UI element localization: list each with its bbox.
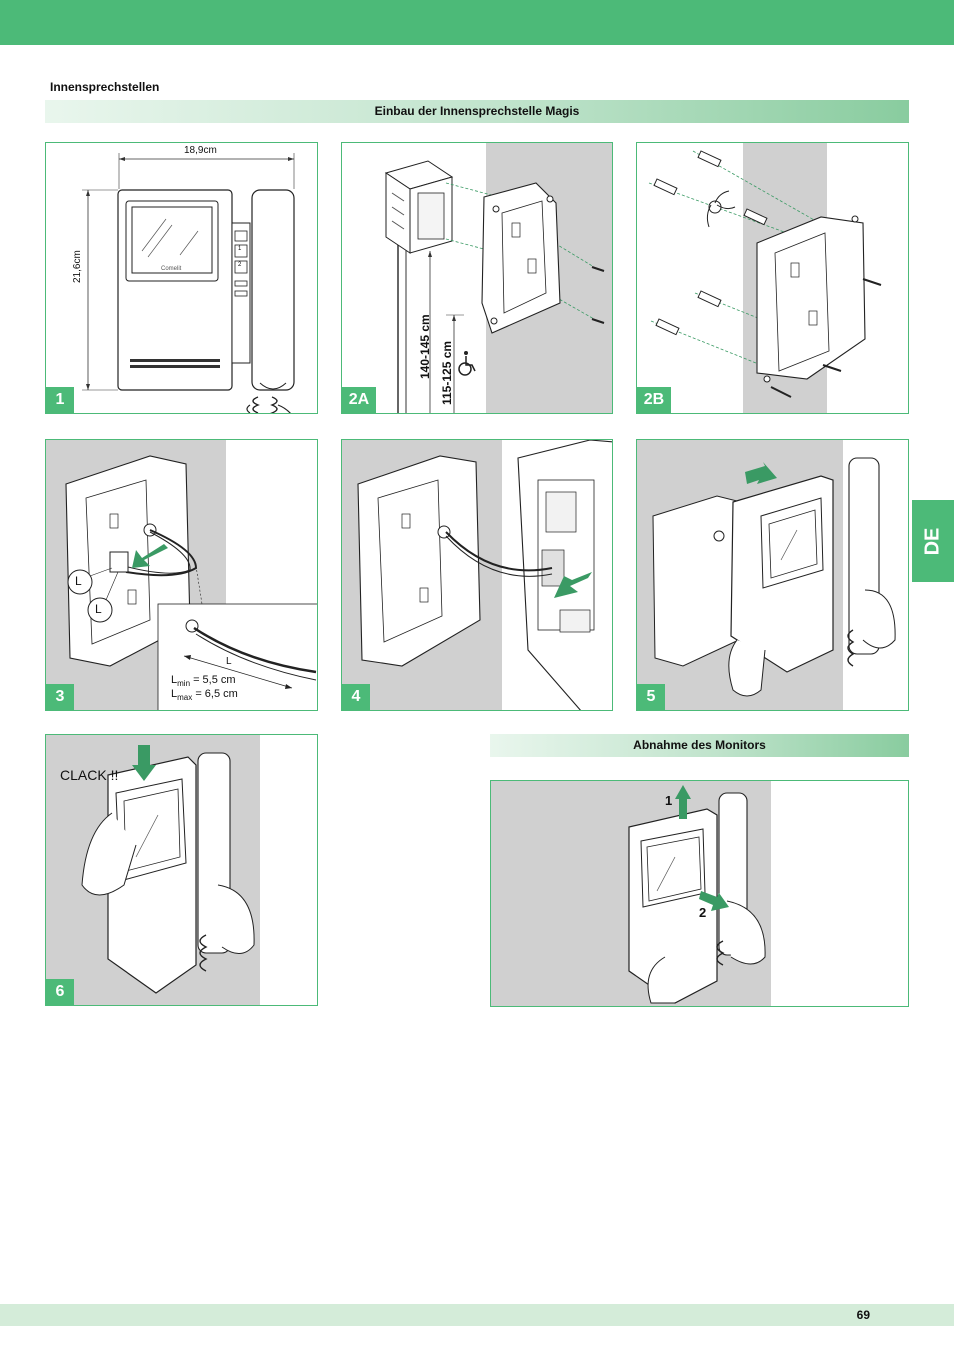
length-marker-1: L (75, 574, 82, 588)
max-subscript: max (177, 693, 193, 703)
width-dimension-label: 18,9cm (184, 145, 217, 156)
language-tab[interactable]: DE (912, 500, 954, 582)
button-label-1: 1 (238, 246, 242, 252)
band-install-title: Einbau der Innensprechstelle Magis (45, 100, 909, 123)
bottom-color-bar (0, 1304, 954, 1326)
page-number: 69 (856, 1308, 870, 1322)
step-badge-5: 5 (637, 684, 665, 710)
remove-step-1: 1 (665, 793, 673, 808)
inset-length-marker: L (226, 656, 232, 667)
clack-label: CLACK !! (60, 767, 119, 783)
band-remove-title: Abnahme des Monitors (490, 734, 909, 757)
cable-stripping-drawing (46, 440, 317, 710)
accessible-height-label: 115-125 cm (440, 340, 454, 405)
language-tab-label: DE (921, 527, 944, 555)
attach-monitor-drawing (637, 440, 896, 710)
panel-6-snap-in: CLACK !! 6 (45, 734, 318, 1006)
monitor-dimensions-drawing (82, 153, 295, 413)
panel-2a-mounting-height: 140-145 cm 115-125 cm 2A (341, 142, 613, 414)
height-dimension-label: 21,6cm (72, 250, 83, 283)
remove-step-2: 2 (699, 905, 707, 920)
wall-box-bracket-drawing (384, 143, 612, 413)
section-title: Innensprechstellen (50, 80, 160, 94)
min-subscript: min (177, 679, 191, 689)
top-color-bar (0, 0, 954, 45)
bracket-wall-plugs-drawing (648, 143, 882, 413)
snap-monitor-drawing (46, 735, 260, 1005)
panel-3-cable-length: L L L Lmin = 5,5 cm Lmax = 6,5 cm 3 (45, 439, 318, 711)
step-badge-2a: 2A (342, 387, 376, 413)
min-length-label: Lmin = 5,5 cm (171, 674, 236, 689)
step-badge-1: 1 (46, 387, 74, 413)
step-badge-2b: 2B (637, 387, 671, 413)
panel-1-dimensions: 18,9cm 21,6cm Comelit 1 2 1 (45, 142, 318, 414)
max-length-label: Lmax = 6,5 cm (171, 688, 238, 703)
panel-2b-wall-plugs: 2B (636, 142, 909, 414)
length-marker-2: L (95, 602, 102, 616)
button-label-2: 2 (238, 262, 242, 268)
brand-logo-text: Comelit (161, 266, 182, 272)
wheelchair-icon (458, 351, 476, 376)
step-badge-3: 3 (46, 684, 74, 710)
step-badge-6: 6 (46, 979, 74, 1005)
step-badge-4: 4 (342, 684, 370, 710)
panel-remove-monitor: 1 2 (490, 780, 909, 1007)
panel-4-connection: 4 (341, 439, 613, 711)
remove-monitor-drawing (491, 781, 771, 1006)
standard-height-label: 140-145 cm (418, 314, 432, 379)
panel-5-attach-monitor: 5 (636, 439, 909, 711)
terminal-connection-drawing (342, 440, 612, 710)
